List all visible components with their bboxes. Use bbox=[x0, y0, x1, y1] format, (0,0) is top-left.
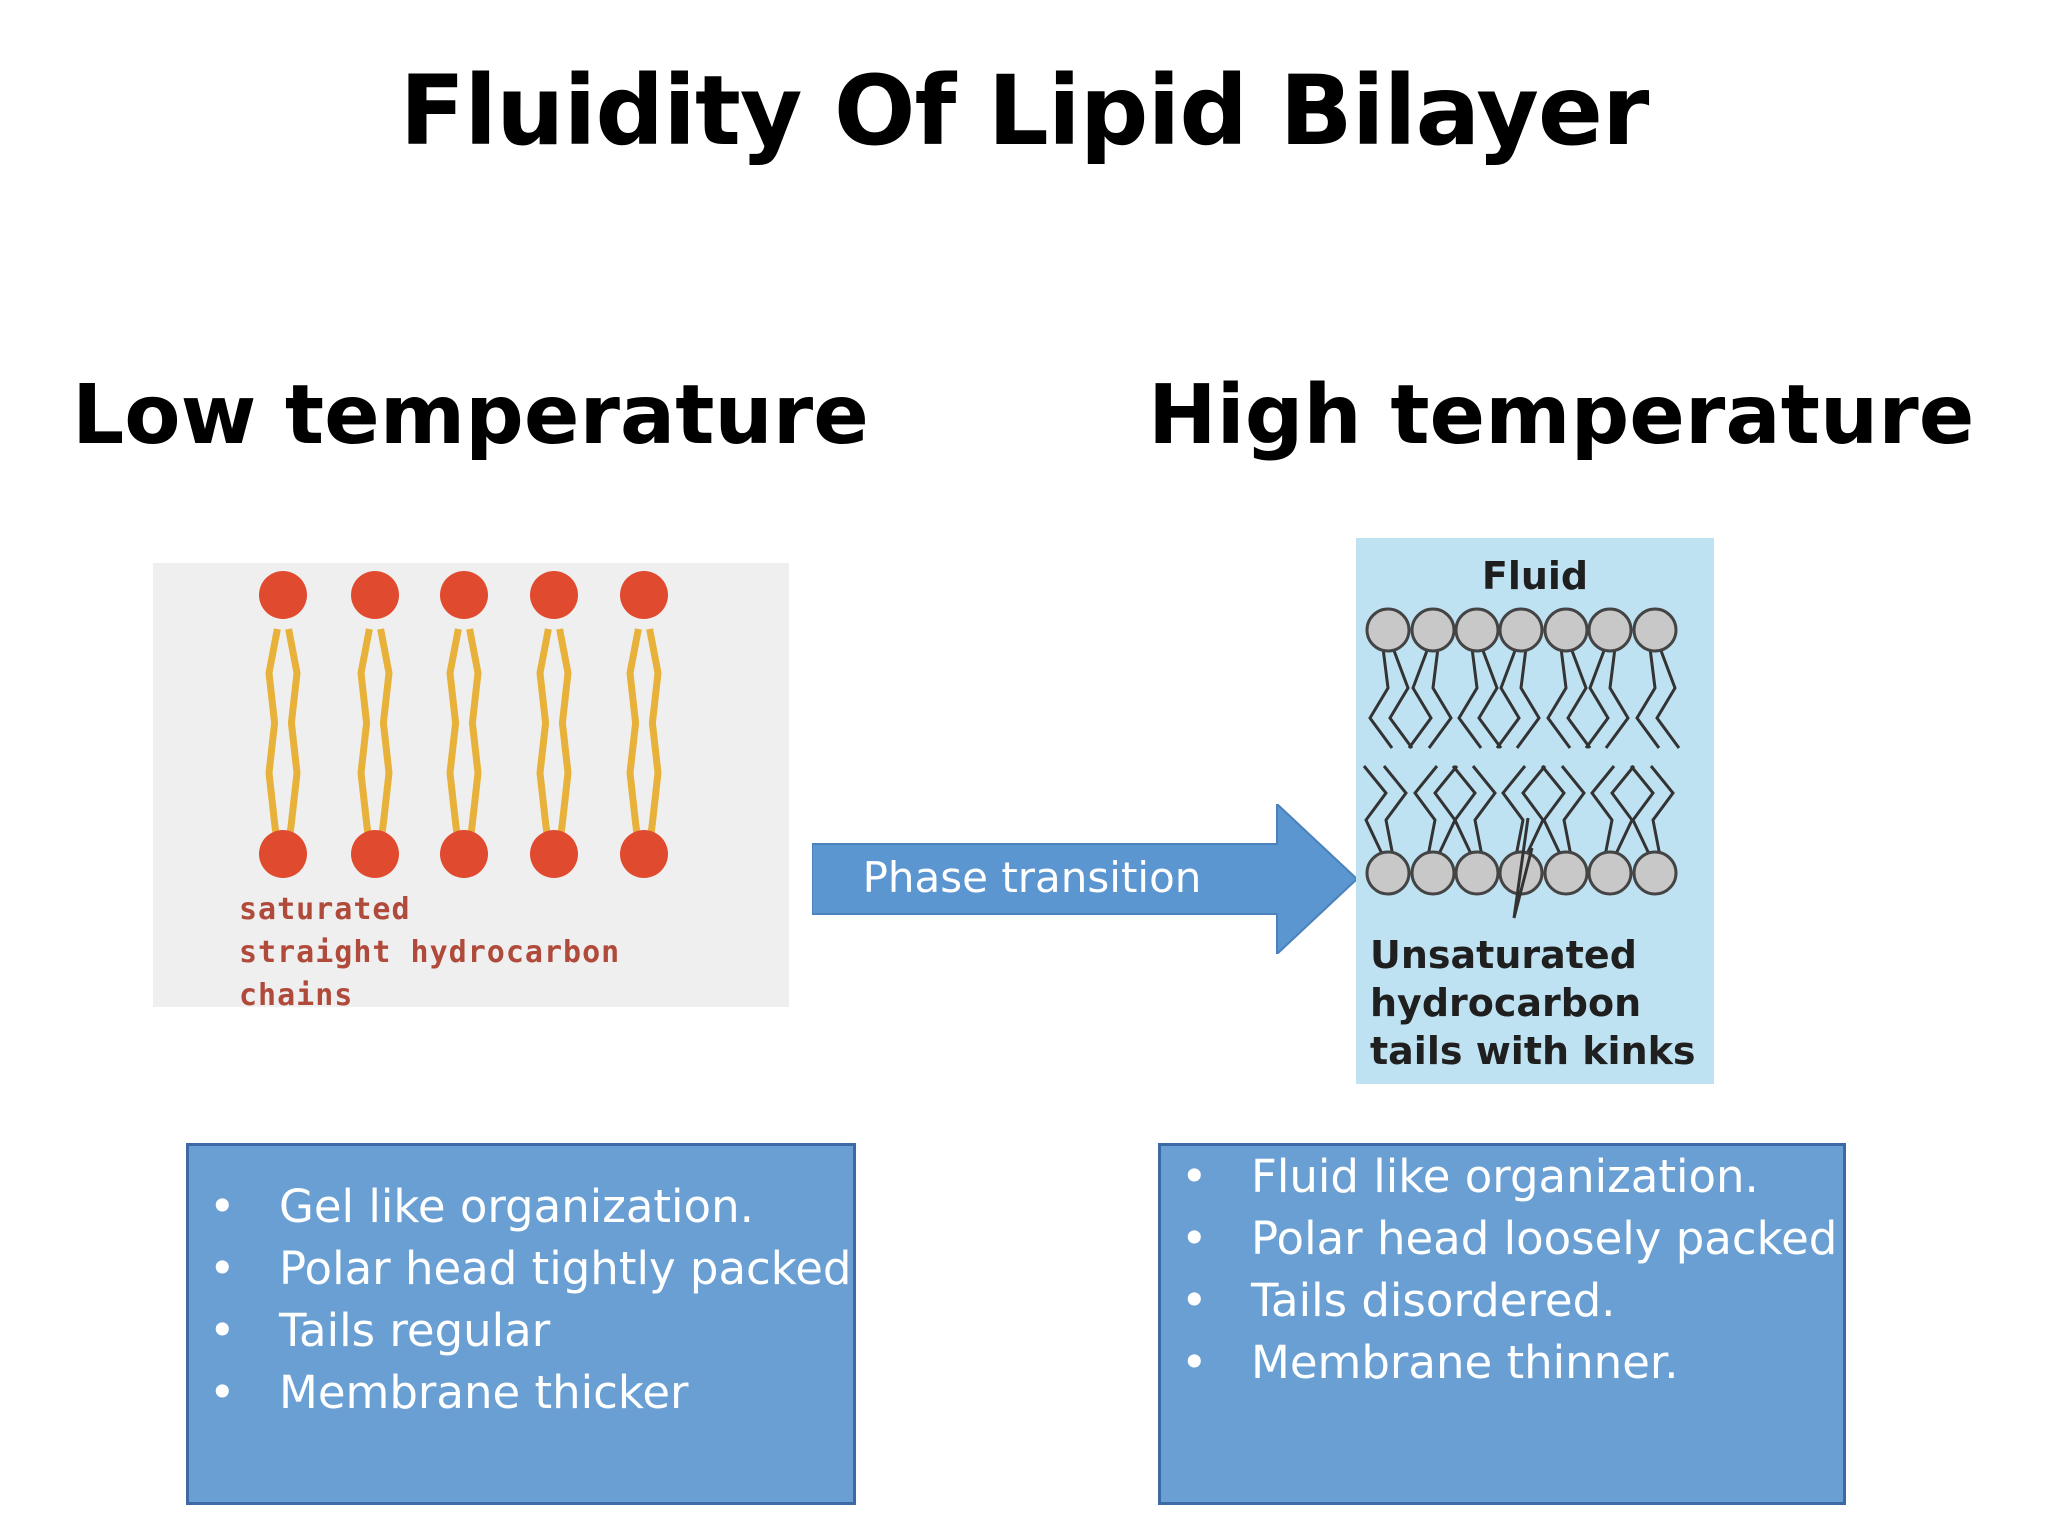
lipid-head bbox=[1543, 850, 1589, 896]
list-item: Tails regular bbox=[209, 1300, 853, 1362]
lipid-head bbox=[1632, 850, 1678, 896]
lipid-tail bbox=[265, 628, 281, 846]
saturated-lipid-illustration bbox=[259, 571, 668, 878]
lipid-tail bbox=[646, 628, 662, 846]
fluid-tail bbox=[1540, 765, 1566, 857]
fluid-tail bbox=[1546, 647, 1572, 749]
fluid-tail bbox=[1413, 765, 1439, 857]
fluid-tail bbox=[1501, 765, 1527, 857]
fluid-tail bbox=[1560, 765, 1586, 857]
fluid-tail bbox=[1362, 765, 1388, 857]
lipid-tail bbox=[556, 628, 572, 846]
lipid-head bbox=[530, 830, 578, 878]
fluid-tail bbox=[1649, 765, 1675, 857]
fluid-tail bbox=[1495, 647, 1521, 749]
high-caption-line: hydrocarbon bbox=[1370, 981, 1642, 1025]
fluid-tail bbox=[1368, 647, 1394, 749]
low-caption-line: straight hydrocarbon bbox=[239, 935, 621, 970]
list-item: Polar head loosely packed bbox=[1181, 1208, 1843, 1270]
fluid-tail bbox=[1635, 647, 1661, 749]
lipid-head bbox=[1498, 607, 1544, 653]
fluid-tail bbox=[1590, 765, 1616, 857]
fluid-tail bbox=[1451, 765, 1477, 857]
low-caption-line: saturated bbox=[239, 892, 411, 927]
lipid-head bbox=[1587, 850, 1633, 896]
lipid-head bbox=[530, 571, 578, 619]
lipid-head bbox=[1587, 607, 1633, 653]
lipid-tail bbox=[446, 628, 462, 846]
lipid-tail bbox=[536, 628, 552, 846]
fluid-tail bbox=[1382, 765, 1408, 857]
list-item: Fluid like organization. bbox=[1181, 1146, 1843, 1208]
low-temperature-heading: Low temperature bbox=[72, 368, 869, 463]
lipid-head bbox=[1543, 607, 1589, 653]
lipid-head bbox=[1454, 850, 1500, 896]
fluid-tail bbox=[1471, 765, 1497, 857]
unsaturated-tails-caption: Unsaturated hydrocarbon tails with kinks bbox=[1370, 931, 1710, 1075]
fluid-tail bbox=[1427, 647, 1453, 749]
lipid-tail bbox=[377, 628, 393, 846]
fluid-tail bbox=[1655, 647, 1681, 749]
fluid-properties-box: Fluid like organization. Polar head loos… bbox=[1158, 1143, 1846, 1505]
fluid-tail bbox=[1610, 765, 1636, 857]
high-caption-line: tails with kinks bbox=[1370, 1029, 1696, 1073]
list-item: Membrane thinner. bbox=[1181, 1332, 1843, 1394]
list-item: Gel like organization. bbox=[209, 1176, 853, 1238]
lipid-head bbox=[1410, 607, 1456, 653]
fluid-tail bbox=[1521, 765, 1547, 857]
lipid-head bbox=[1365, 607, 1411, 653]
lipid-head bbox=[620, 571, 668, 619]
high-temperature-heading: High temperature bbox=[1148, 368, 1975, 463]
kink-pointer-line bbox=[1512, 817, 1534, 919]
lipid-head bbox=[1410, 850, 1456, 896]
lipid-head bbox=[1365, 850, 1411, 896]
unsaturated-lipid-illustration bbox=[1362, 607, 1681, 919]
fluid-tail bbox=[1629, 765, 1655, 857]
phase-transition-label: Phase transition bbox=[862, 853, 1202, 902]
fluid-tail bbox=[1457, 647, 1483, 749]
lipid-head bbox=[1632, 607, 1678, 653]
fluid-bilayer-diagram: Fluid Unsaturated hydrocarbon tails with… bbox=[1356, 538, 1714, 1084]
list-item: Membrane thicker bbox=[209, 1362, 853, 1424]
saturated-chains-caption: saturated straight hydrocarbon chains bbox=[239, 888, 789, 1007]
slide-title: Fluidity Of Lipid Bilayer bbox=[399, 55, 1650, 167]
fluid-tail bbox=[1407, 647, 1433, 749]
lipid-tail bbox=[285, 628, 301, 846]
lipid-head bbox=[620, 830, 668, 878]
lipid-head bbox=[351, 571, 399, 619]
phase-transition-arrow bbox=[812, 804, 1357, 954]
gel-properties-box: Gel like organization. Polar head tightl… bbox=[186, 1143, 866, 1505]
high-caption-line: Unsaturated bbox=[1370, 933, 1637, 977]
lipid-head bbox=[440, 830, 488, 878]
fluid-tail bbox=[1515, 647, 1541, 749]
lipid-tail bbox=[466, 628, 482, 846]
lipid-head bbox=[259, 830, 307, 878]
lipid-tail bbox=[357, 628, 373, 846]
fluid-properties-list: Fluid like organization. Polar head loos… bbox=[1181, 1146, 1843, 1394]
list-item: Tails disordered. bbox=[1181, 1270, 1843, 1332]
fluid-tail bbox=[1477, 647, 1503, 749]
lipid-head bbox=[351, 830, 399, 878]
gel-bilayer-diagram: saturated straight hydrocarbon chains bbox=[153, 563, 789, 1007]
fluid-tail bbox=[1604, 647, 1630, 749]
gel-properties-list: Gel like organization. Polar head tightl… bbox=[209, 1176, 866, 1424]
fluid-label: Fluid bbox=[1481, 554, 1589, 598]
fluid-tail bbox=[1388, 647, 1414, 749]
lipid-head bbox=[259, 571, 307, 619]
lipid-tail bbox=[626, 628, 642, 846]
fluid-tail bbox=[1566, 647, 1592, 749]
list-item: Polar head tightly packed. bbox=[209, 1238, 866, 1300]
fluid-tail bbox=[1584, 647, 1610, 749]
lipid-head bbox=[1454, 607, 1500, 653]
low-caption-line: chains bbox=[239, 978, 354, 1007]
fluid-tail bbox=[1433, 765, 1459, 857]
lipid-head bbox=[440, 571, 488, 619]
